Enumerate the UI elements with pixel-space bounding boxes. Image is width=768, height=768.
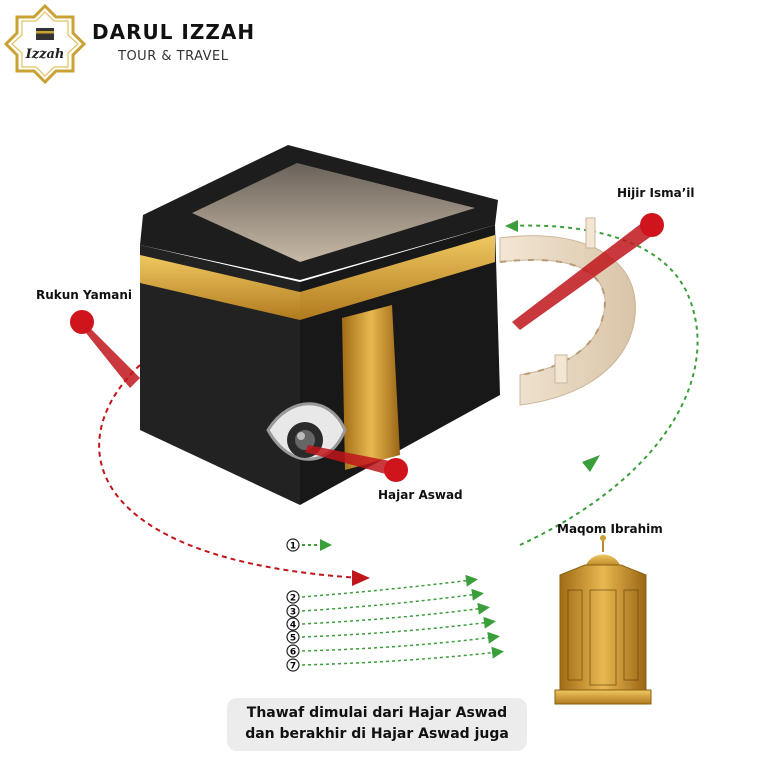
round-markers: 1 2 3 4 5 6 7 <box>286 538 300 672</box>
red-start-path <box>98 364 361 579</box>
round-marker-5: 5 <box>286 630 300 644</box>
svg-text:2: 2 <box>290 594 296 604</box>
round-marker-4: 4 <box>286 617 300 631</box>
pin-hijir-ismail <box>512 213 664 330</box>
brand-block: DARUL IZZAH TOUR & TRAVEL <box>92 20 255 64</box>
brand-name: DARUL IZZAH <box>92 20 256 44</box>
pin-rukun-yamani <box>70 310 140 388</box>
svg-text:3: 3 <box>290 608 296 618</box>
label-hajar-aswad: Hajar Aswad <box>378 488 463 502</box>
path-arrow-red <box>352 570 370 586</box>
svg-text:4: 4 <box>290 621 296 631</box>
svg-text:5: 5 <box>290 634 296 644</box>
kaaba-illustration <box>140 145 500 505</box>
path-arrow-green-top <box>505 220 518 232</box>
logo-emblem: Izzah <box>3 3 87 85</box>
round-marker-7: 7 <box>286 658 300 672</box>
caption-line-1: Thawaf dimulai dari Hajar Aswad <box>246 705 508 721</box>
pin-hajar-aswad <box>305 445 408 482</box>
label-rukun-yamani: Rukun Yamani <box>36 288 132 302</box>
svg-text:1: 1 <box>290 542 296 552</box>
green-return-path <box>507 224 699 546</box>
svg-text:Izzah: Izzah <box>25 47 65 62</box>
round-marker-3: 3 <box>286 604 300 618</box>
brand-subtitle: TOUR & TRAVEL <box>118 49 229 64</box>
round-marker-6: 6 <box>286 644 300 658</box>
path-arrow-green-right <box>582 455 600 472</box>
round-path-lines <box>301 539 504 666</box>
svg-text:7: 7 <box>290 662 296 672</box>
label-hijir-ismail: Hijir Isma’il <box>617 186 695 200</box>
round-marker-2: 2 <box>286 590 300 604</box>
label-maqom-ibrahim: Maqom Ibrahim <box>557 522 663 536</box>
svg-text:6: 6 <box>290 648 296 658</box>
maqom-ibrahim-illustration <box>554 535 652 705</box>
round-marker-1: 1 <box>286 538 300 552</box>
caption-box: Thawaf dimulai dari Hajar Aswad dan bera… <box>227 698 527 751</box>
caption-line-2: dan berakhir di Hajar Aswad juga <box>245 726 509 742</box>
